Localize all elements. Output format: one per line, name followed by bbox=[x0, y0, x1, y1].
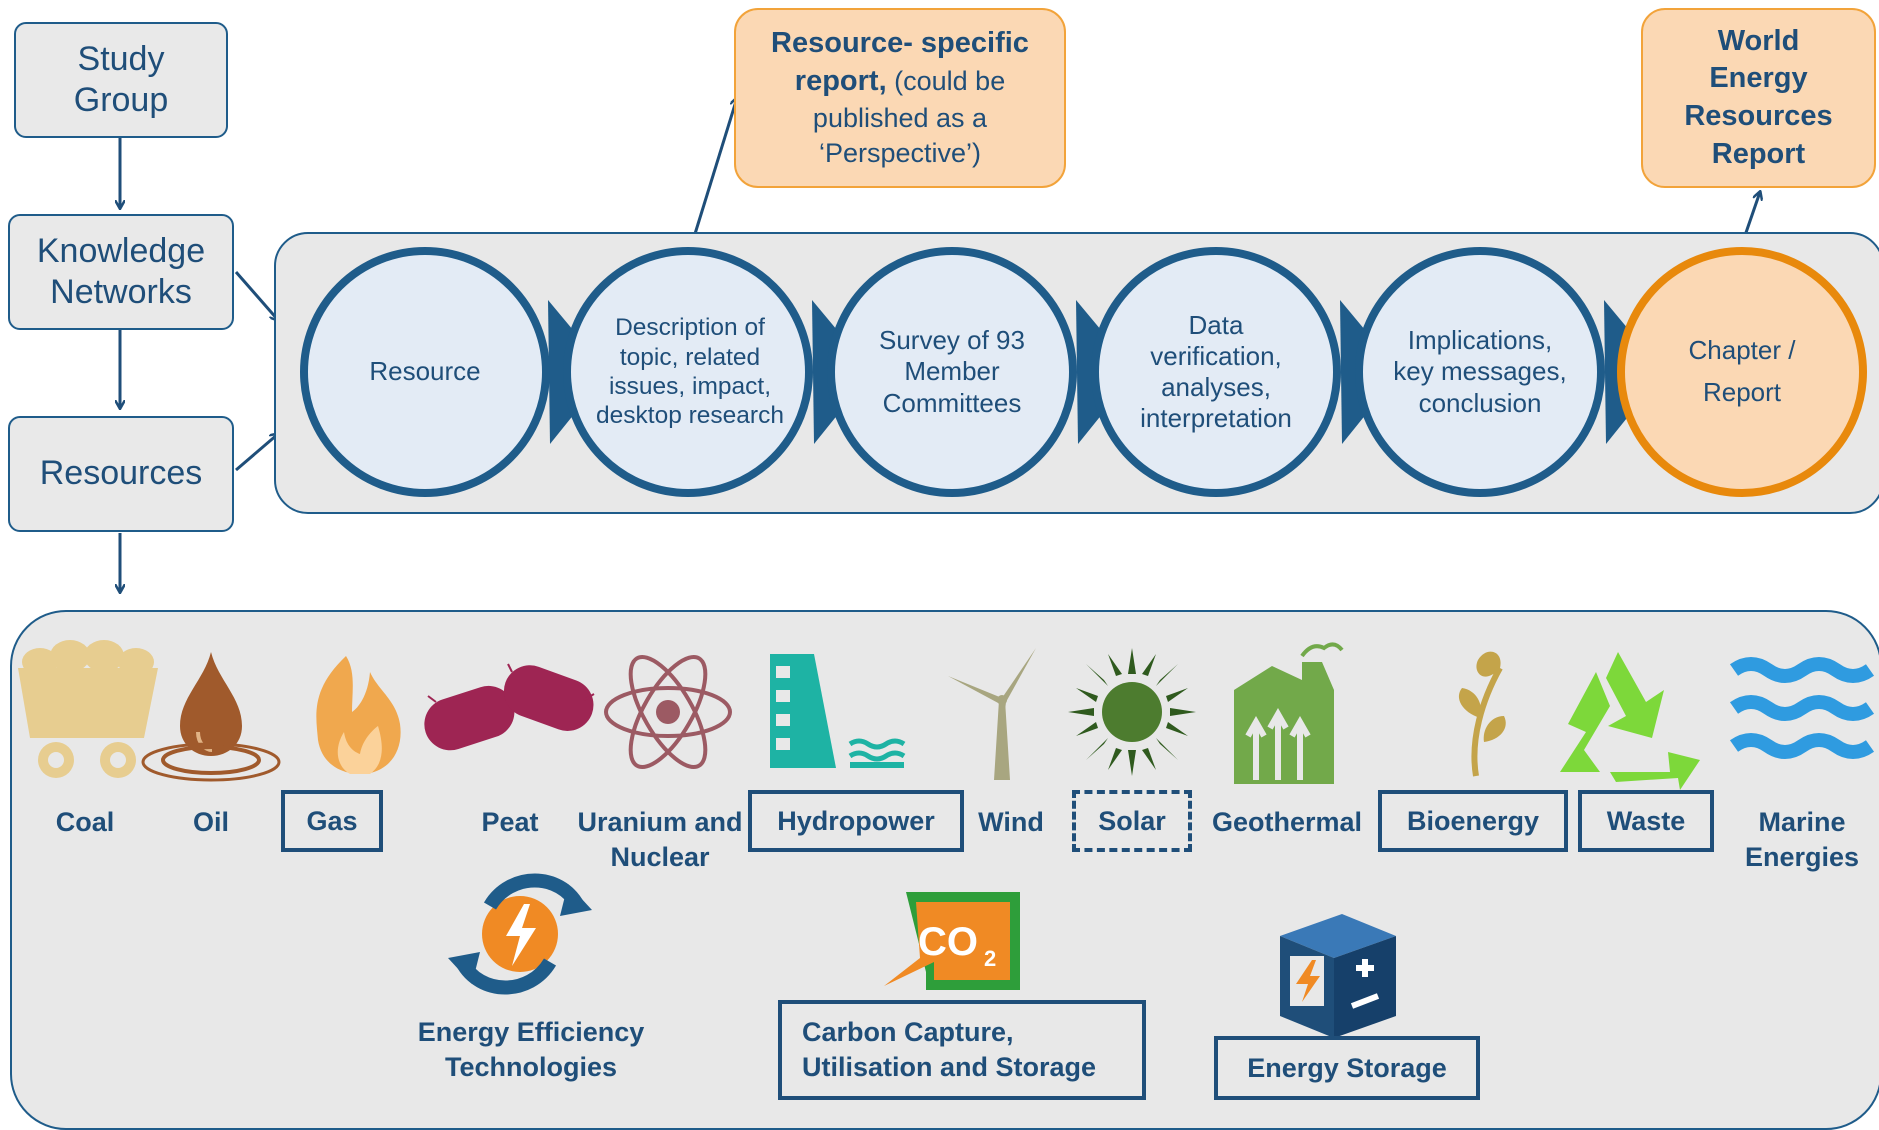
peat-icon bbox=[424, 663, 595, 751]
resources-box: Resources bbox=[8, 416, 234, 532]
co2-text: CO bbox=[918, 920, 978, 964]
step-text-4: Data verification, analyses, interpretat… bbox=[1140, 309, 1292, 434]
step-circle-2 bbox=[563, 247, 813, 497]
arrow-knowledge-to-process bbox=[234, 271, 278, 320]
step-text-2: Description of topic, related issues, im… bbox=[596, 314, 784, 430]
knowledge-networks-label: Knowledge Networks bbox=[36, 231, 206, 311]
step-text-6: Chapter / Report bbox=[1688, 335, 1796, 407]
resource-label-efficiency: Energy Efficiency Technologies bbox=[417, 1017, 645, 1082]
resource-label-coal: Coal bbox=[55, 806, 115, 837]
world-energy-report-box: World Energy Resources Report bbox=[1641, 8, 1876, 188]
co2-subscript: 2 bbox=[984, 946, 996, 971]
resource-label-oil: Oil bbox=[192, 806, 229, 837]
sun-icon bbox=[1068, 648, 1196, 776]
resource-label-peat: Peat bbox=[481, 806, 539, 837]
resource-label-geothermal: Geothermal bbox=[1211, 806, 1363, 837]
arrow-description-to-report bbox=[688, 98, 737, 251]
recycle-icon bbox=[1560, 652, 1700, 790]
resource-label-solar: Solar bbox=[1072, 790, 1192, 852]
resource-label-marine: Marine Energies bbox=[1744, 807, 1860, 872]
waves-icon bbox=[1729, 657, 1875, 759]
geothermal-icon bbox=[1234, 642, 1344, 784]
study-group-label: Study Group bbox=[73, 39, 169, 119]
dam-icon bbox=[770, 654, 906, 768]
resource-report-note: (could be published as a ‘Perspective’) bbox=[812, 65, 1006, 168]
efficiency-cycle-icon bbox=[448, 873, 592, 995]
step-circle-6 bbox=[1617, 247, 1867, 497]
step-circle-5 bbox=[1355, 247, 1605, 497]
gas-flame-icon bbox=[316, 656, 401, 774]
world-energy-report-label: World Energy Resources Report bbox=[1684, 24, 1833, 170]
step-text-5: Implications, key messages, conclusion bbox=[1393, 325, 1567, 418]
resource-report-title: Resource- specific report, bbox=[771, 27, 1029, 97]
resource-label-hydropower: Hydropower bbox=[748, 790, 964, 852]
wind-turbine-icon bbox=[948, 648, 1036, 780]
step-circle-3 bbox=[827, 247, 1077, 497]
arrow-resources-to-process bbox=[235, 434, 278, 472]
step-circle-4 bbox=[1091, 247, 1341, 497]
storage-battery-icon bbox=[1280, 914, 1396, 1038]
atom-icon bbox=[604, 654, 732, 770]
study-group-box: Study Group bbox=[14, 22, 228, 138]
oil-drop-icon bbox=[141, 652, 281, 782]
resource-label-bioenergy: Bioenergy bbox=[1378, 790, 1568, 852]
step-text-1: Resource bbox=[369, 356, 481, 387]
resource-label-ccus: Carbon Capture, Utilisation and Storage bbox=[778, 1000, 1146, 1100]
resource-label-wind: Wind bbox=[978, 806, 1044, 837]
step-text-3: Survey of 93 Member Committees bbox=[879, 325, 1025, 418]
resource-label-waste: Waste bbox=[1578, 790, 1714, 852]
co2-icon: CO 2 bbox=[884, 892, 1020, 990]
sprout-icon bbox=[1458, 651, 1506, 777]
resource-label-gas: Gas bbox=[281, 790, 383, 852]
step-circle-1 bbox=[300, 247, 550, 497]
resource-specific-report-box: Resource- specific report, (could be pub… bbox=[734, 8, 1066, 188]
coal-cart-icon bbox=[18, 640, 158, 778]
knowledge-networks-box: Knowledge Networks bbox=[8, 214, 234, 330]
resources-label: Resources bbox=[39, 454, 203, 493]
resource-label-storage: Energy Storage bbox=[1214, 1036, 1480, 1100]
resource-label-uranium: Uranium and Nuclear bbox=[577, 807, 743, 872]
